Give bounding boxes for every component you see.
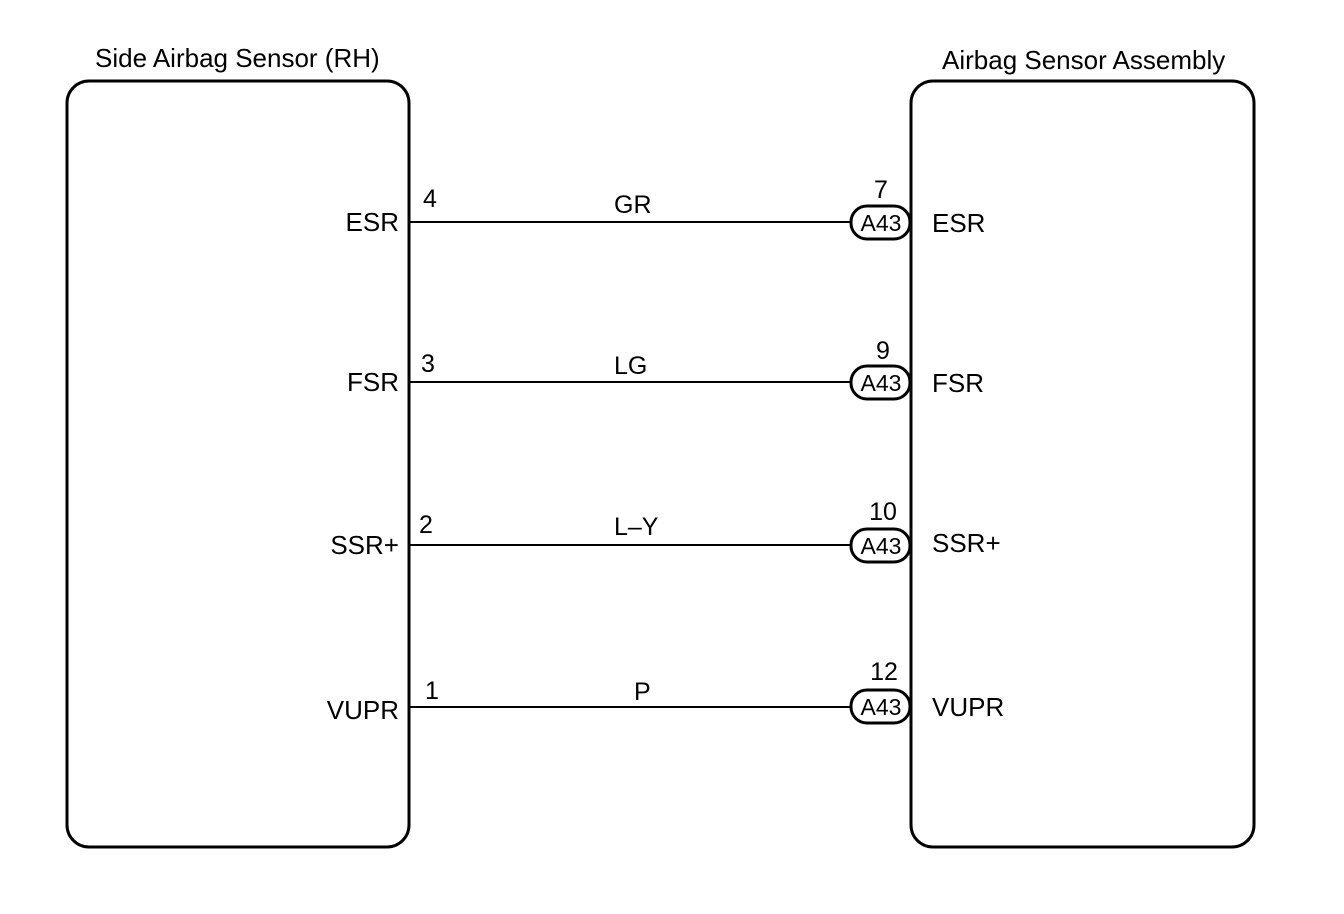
right-signal-label: VUPR bbox=[932, 692, 1004, 722]
right-component-box bbox=[909, 79, 1256, 849]
right-signal-label: ESR bbox=[932, 208, 985, 238]
connector-label: A43 bbox=[861, 370, 902, 396]
left-signal-label: SSR+ bbox=[330, 530, 399, 560]
wire-color-label: L–Y bbox=[614, 513, 659, 541]
left-pin-number: 4 bbox=[423, 185, 437, 213]
left-pin-number: 1 bbox=[425, 677, 439, 705]
left-signal-label: FSR bbox=[347, 367, 399, 397]
connector-badge bbox=[849, 204, 912, 241]
right-pin-number: 12 bbox=[870, 658, 898, 686]
left-component-box bbox=[65, 79, 411, 849]
left-pin-number: 3 bbox=[421, 350, 435, 378]
connector-badge bbox=[849, 527, 912, 564]
connector-label: A43 bbox=[861, 533, 902, 559]
connection-row-1: ESR 4 GR A43 7 ESR bbox=[346, 176, 985, 241]
right-signal-label: FSR bbox=[932, 368, 984, 398]
connector-badge bbox=[849, 688, 912, 725]
left-component-title: Side Airbag Sensor (RH) bbox=[95, 43, 380, 73]
right-component-title: Airbag Sensor Assembly bbox=[942, 45, 1225, 75]
connector-label: A43 bbox=[861, 694, 902, 720]
connection-row-4: VUPR 1 P A43 12 VUPR bbox=[327, 658, 1005, 725]
right-signal-label: SSR+ bbox=[932, 528, 1001, 558]
left-pin-number: 2 bbox=[419, 511, 433, 539]
connection-row-2: FSR 3 LG A43 9 FSR bbox=[347, 337, 984, 401]
left-signal-label: VUPR bbox=[327, 695, 399, 725]
right-pin-number: 10 bbox=[869, 498, 897, 526]
right-pin-number: 9 bbox=[876, 337, 890, 365]
wire-color-label: LG bbox=[614, 352, 647, 380]
left-signal-label: ESR bbox=[346, 207, 399, 237]
wire-color-label: P bbox=[634, 678, 651, 706]
wire-color-label: GR bbox=[614, 191, 652, 219]
connection-row-3: SSR+ 2 L–Y A43 10 SSR+ bbox=[330, 498, 1001, 564]
connector-badge bbox=[849, 364, 912, 401]
right-pin-number: 7 bbox=[874, 176, 888, 204]
connector-label: A43 bbox=[861, 210, 902, 236]
